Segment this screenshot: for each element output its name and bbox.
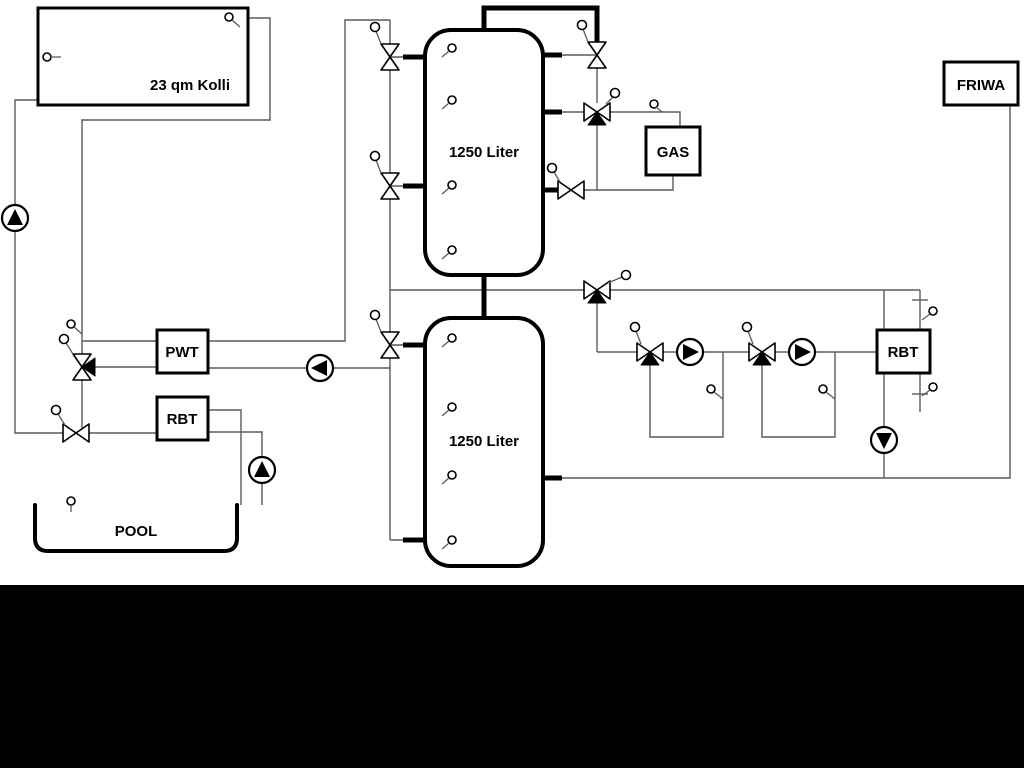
rbt-right-top-sensor-icon <box>921 306 938 321</box>
tank-sensor-icon <box>441 470 457 485</box>
collector-sensor-icon <box>224 12 241 28</box>
pwt-heat-exchanger: PWT <box>155 328 210 375</box>
distribution-three-way-valve-icon <box>583 269 632 304</box>
buffer-tank-1: 1250 Liter <box>423 28 545 277</box>
tank2-charge-valve-icon <box>369 309 400 359</box>
tank-sensor-icon <box>441 95 457 110</box>
pool-sensor-icon <box>66 496 76 512</box>
rbt-left-label: RBT <box>167 411 198 428</box>
tank-sensor-icon <box>441 535 457 550</box>
heating-circuit1-pump-icon <box>675 337 705 367</box>
tank1-charge-valve-icon <box>369 21 400 71</box>
tank2-label: 1250 Liter <box>449 433 519 450</box>
friwa-circulation-pump-icon <box>869 425 899 455</box>
heating-circuit2-pump-icon <box>787 337 817 367</box>
tank1-top-valve-icon <box>576 19 607 69</box>
rbt-right-bottom-sensor-icon <box>921 382 938 397</box>
tank-sensor-icon <box>441 43 457 58</box>
pool-label: POOL <box>115 523 158 540</box>
tank-sensor-icon <box>441 180 457 195</box>
solar-pump-icon <box>0 203 30 233</box>
gas-label: GAS <box>657 144 690 161</box>
pool: POOL <box>33 496 239 553</box>
rbt-right-box: RBT <box>875 328 932 375</box>
thin-pipes <box>14 17 1011 541</box>
friwa-module: FRIWA <box>942 60 1020 107</box>
pwt-label: PWT <box>165 344 198 361</box>
pool-pump-icon <box>247 455 277 485</box>
valves <box>50 19 776 443</box>
line-sensors <box>66 99 938 400</box>
gas-line-sensor-icon <box>649 99 663 113</box>
gas-return-valve-icon <box>546 162 585 200</box>
tank-sensor-icon <box>441 333 457 348</box>
gas-boiler: GAS <box>644 125 702 177</box>
rbt-right-label: RBT <box>888 344 919 361</box>
circuit1-return-sensor-icon <box>706 384 724 400</box>
tank1-label: 1250 Liter <box>449 144 519 161</box>
buffer-charge-pump-icon <box>305 353 335 383</box>
tank1-mid-valve-icon <box>369 150 400 200</box>
collector-sensor-icon <box>42 52 61 62</box>
solar-return-valve-icon <box>50 404 90 443</box>
rbt-left-box: RBT <box>155 395 210 442</box>
friwa-label: FRIWA <box>957 77 1005 94</box>
pumps <box>0 203 899 485</box>
pwt-three-way-valve-icon <box>58 333 96 381</box>
solar-collector: 23 qm Kolli <box>36 6 250 107</box>
tank-sensor-icon <box>441 245 457 260</box>
gas-three-way-valve-icon <box>583 87 621 126</box>
collector-label: 23 qm Kolli <box>150 77 230 94</box>
buffer-tank-2: 1250 Liter <box>423 316 545 568</box>
circuit2-return-sensor-icon <box>818 384 836 400</box>
pwt-line-sensor-icon <box>66 319 83 335</box>
letterbox-bar <box>0 585 1024 768</box>
tank-sensor-icon <box>441 402 457 417</box>
heating-circuit2-mixing-valve-icon <box>741 321 776 366</box>
heating-circuit1-mixing-valve-icon <box>629 321 664 366</box>
